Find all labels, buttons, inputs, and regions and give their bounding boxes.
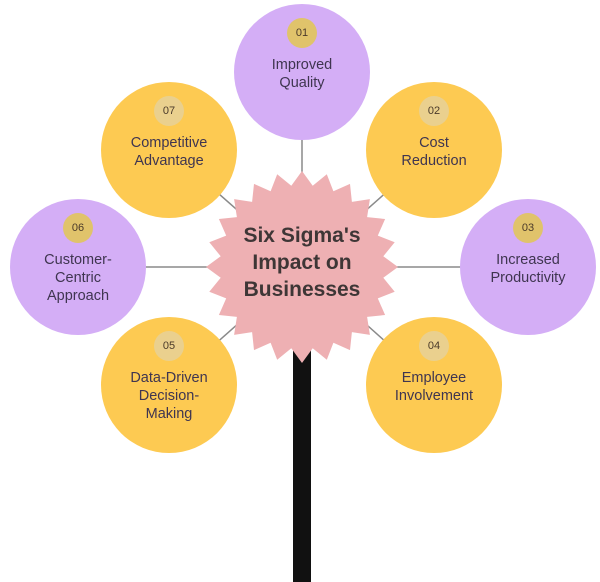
node-customer-centric-approach: 06 Customer- Centric Approach	[10, 199, 146, 335]
node-data-driven-decision-making: 05 Data-Driven Decision- Making	[101, 317, 237, 453]
node-number-badge: 03	[513, 213, 543, 243]
node-label: Competitive Advantage	[130, 135, 208, 169]
center-title: Six Sigma's Impact on Businesses	[243, 224, 361, 301]
node-label: Customer- Centric Approach	[44, 252, 112, 304]
center-starburst	[206, 171, 398, 363]
node-label: Data-Driven Decision- Making	[130, 370, 208, 422]
node-increased-productivity: 03 Increased Productivity	[460, 199, 596, 335]
node-label: Increased Productivity	[490, 252, 566, 286]
node-number-badge: 04	[419, 331, 449, 361]
node-employee-involvement: 04 Employee Involvement	[366, 317, 502, 453]
node-improved-quality: 01 Improved Quality	[234, 4, 370, 140]
node-label: Employee Involvement	[394, 370, 474, 404]
node-label: Cost Reduction	[401, 135, 467, 169]
node-number-badge: 01	[287, 18, 317, 48]
node-number-badge: 07	[154, 96, 184, 126]
stem	[293, 320, 311, 582]
node-label: Improved Quality	[271, 57, 333, 91]
node-number-badge: 02	[419, 96, 449, 126]
node-number-badge: 06	[63, 213, 93, 243]
node-number-badge: 05	[154, 331, 184, 361]
node-competitive-advantage: 07 Competitive Advantage	[101, 82, 237, 218]
node-cost-reduction: 02 Cost Reduction	[366, 82, 502, 218]
